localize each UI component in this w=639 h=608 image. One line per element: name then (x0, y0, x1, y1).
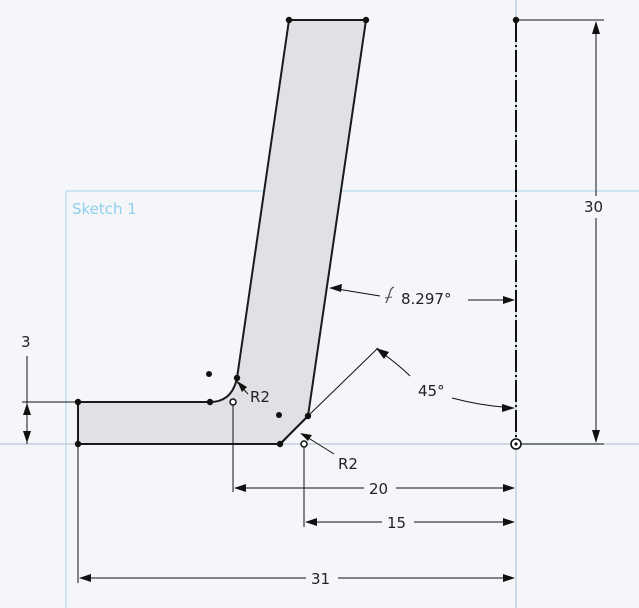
dim-30-value[interactable]: 30 (584, 198, 603, 216)
vertex-fillet-inner-start[interactable] (206, 398, 214, 406)
dim-15-arrow-left (305, 518, 317, 526)
dim-angle-chamfer-value[interactable]: 45° (418, 382, 445, 400)
dim-3-arrow-top (23, 403, 31, 415)
fillet-center-inner[interactable] (229, 398, 237, 406)
dim-20-arrow-right (503, 484, 515, 492)
dim-r2-outer-value[interactable]: R2 (338, 455, 358, 473)
dim-30-arrow-bottom (592, 430, 600, 443)
sketch-name-label[interactable]: Sketch 1 (72, 200, 137, 218)
dim-15-arrow-right (503, 518, 515, 526)
dim-31-arrow-right (503, 574, 515, 582)
vertex-fillet-outer-start[interactable] (304, 412, 312, 420)
dim-3-value[interactable]: 3 (21, 333, 31, 351)
dim-r2-inner-value[interactable]: R2 (250, 388, 270, 406)
dim-20-value[interactable]: 20 (369, 480, 388, 498)
vertex-fillet-outer-end[interactable] (276, 440, 284, 448)
dim-15-mask (382, 512, 414, 532)
dim-angle-chamfer-arrow-bottom (502, 404, 515, 412)
dim-angle-lean-value[interactable]: 8.297° (401, 290, 451, 308)
vertex-top-left[interactable] (285, 16, 293, 24)
dim-3-arrow-bottom (23, 431, 31, 443)
dim-31-value[interactable]: 31 (311, 570, 330, 588)
vertex-centerline-top[interactable] (512, 16, 520, 24)
dim-30-arrow-top (592, 21, 600, 34)
vertex-construction-outer[interactable] (276, 412, 282, 418)
dim-r2-inner-arrow (237, 381, 247, 392)
dim-angle-chamfer-arrow-top (376, 348, 389, 359)
dim-31-mask (306, 568, 338, 588)
parallel-constraint-icon[interactable] (384, 286, 395, 304)
vertex-foot-top-left[interactable] (74, 398, 82, 406)
dim-angle-lean-arrow-left (329, 284, 342, 292)
dim-angle-chamfer-extension (307, 347, 379, 417)
fillet-center-outer[interactable] (300, 440, 308, 448)
dim-20-mask (364, 478, 396, 498)
origin-icon[interactable] (510, 438, 522, 450)
vertex-foot-bottom-left[interactable] (74, 440, 82, 448)
dim-15-value[interactable]: 15 (387, 514, 406, 532)
dim-31-arrow-left (79, 574, 91, 582)
vertex-fillet-inner-end[interactable] (233, 374, 241, 382)
vertex-construction-inner[interactable] (206, 371, 212, 377)
dim-r2-outer-arrow (300, 433, 312, 441)
sketch-plane-frame (65, 190, 639, 608)
dim-angle-lean-arrow-right (503, 296, 515, 304)
dim-30-mask (580, 196, 612, 218)
dim-20-arrow-left (234, 484, 246, 492)
vertex-top-right[interactable] (362, 16, 370, 24)
bracket-profile[interactable] (77, 19, 367, 445)
